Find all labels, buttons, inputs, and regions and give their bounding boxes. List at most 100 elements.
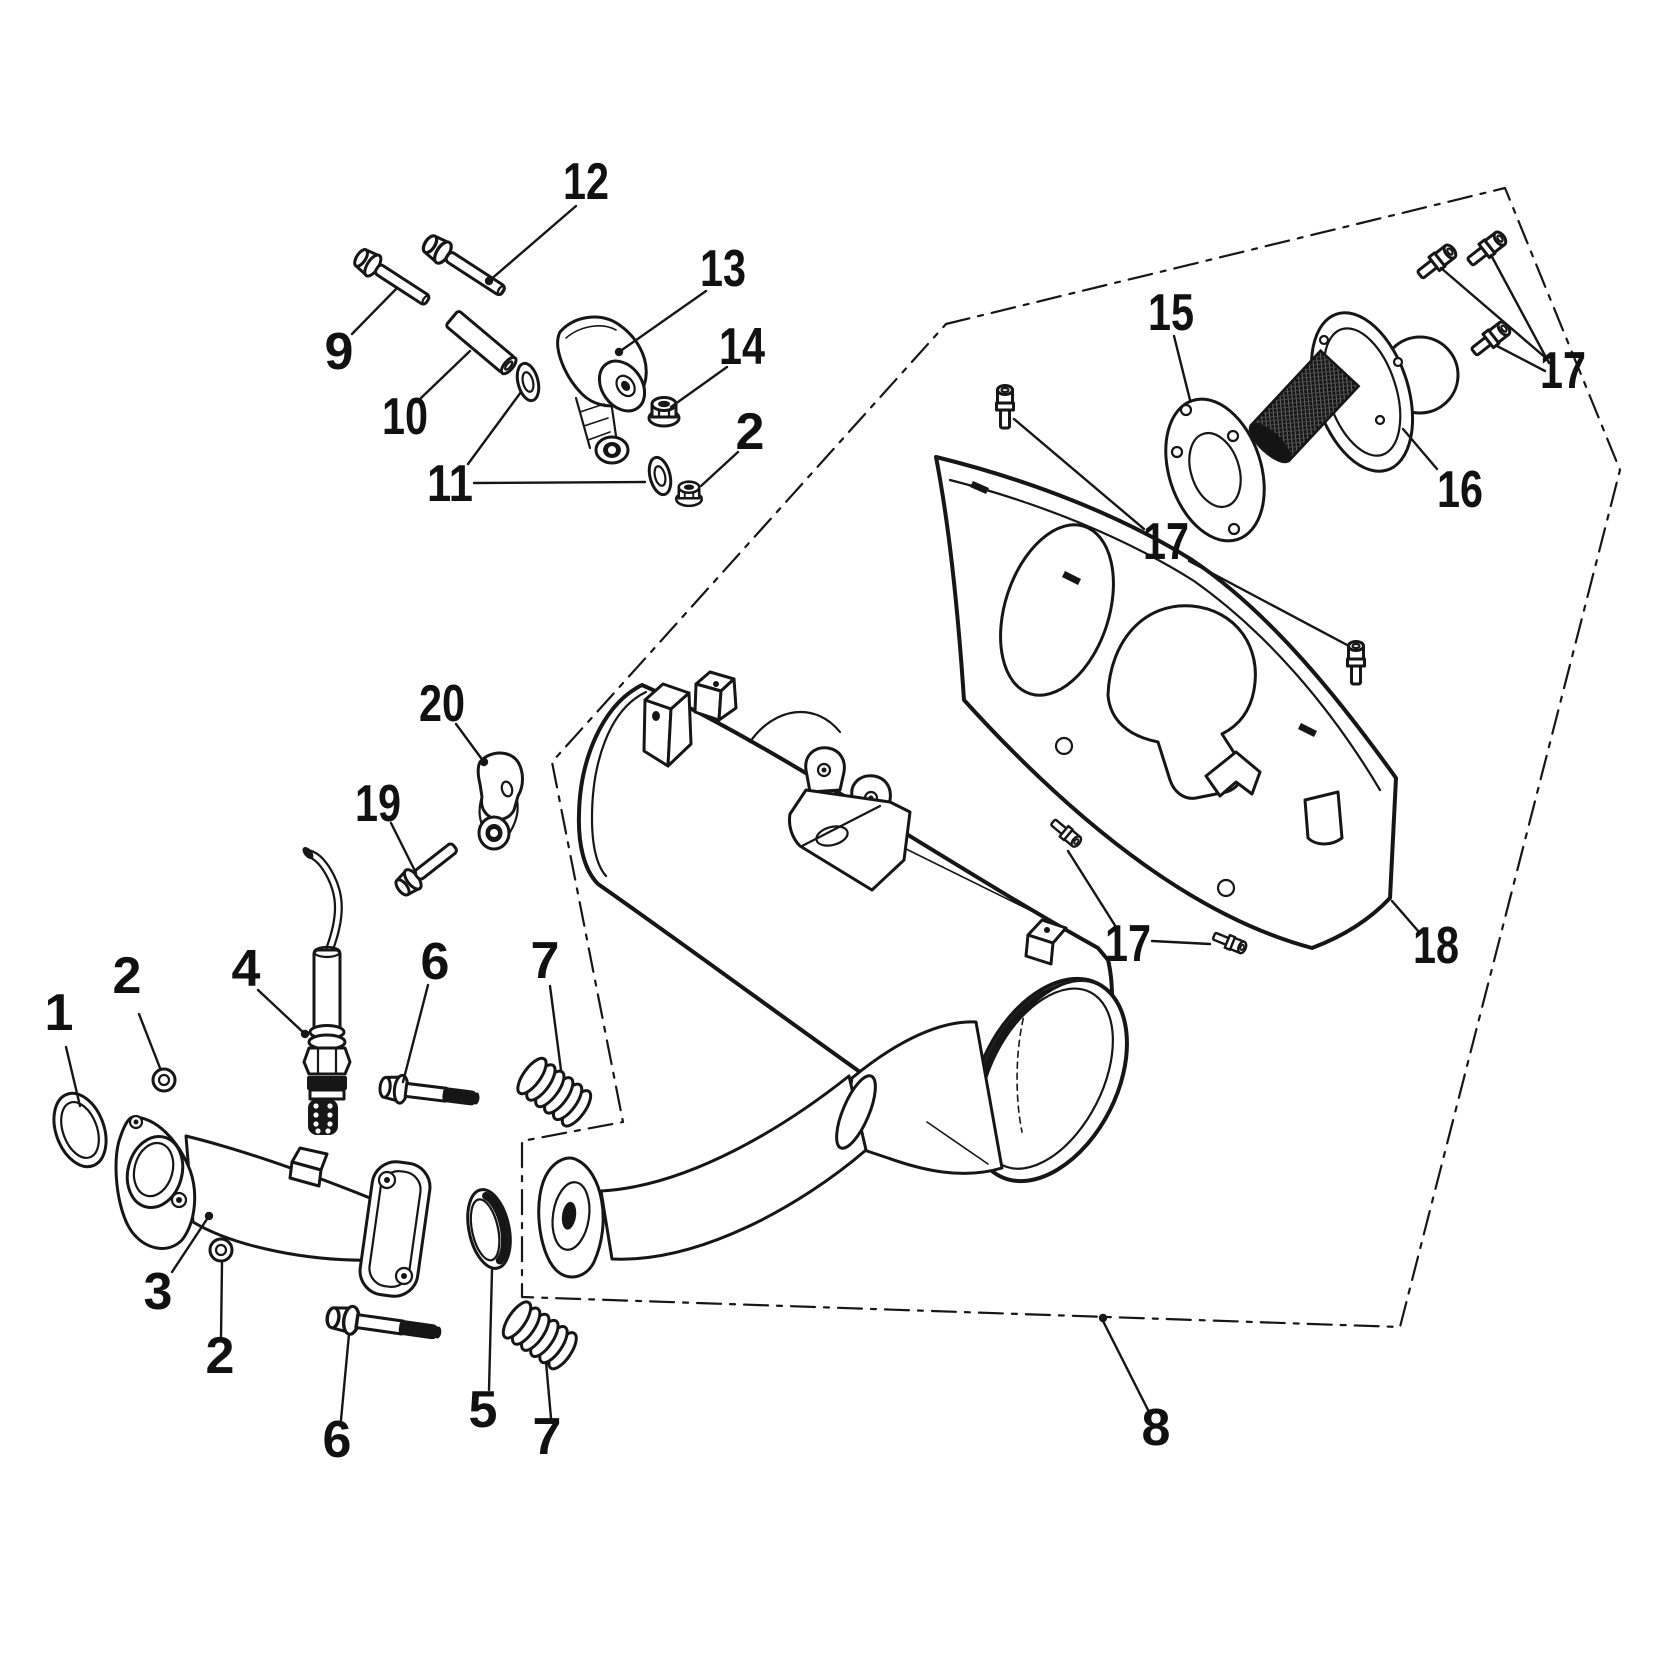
leader-line [137, 1012, 162, 1070]
shield-slot-mark [970, 481, 989, 494]
part-3-head-pipe [114, 1114, 432, 1298]
part-2-nut [674, 480, 704, 508]
callout-17: 17 [1012, 417, 1351, 648]
leader-line [1066, 849, 1118, 929]
leader-line [1172, 334, 1192, 402]
shield-slot-mark [1062, 571, 1081, 585]
part-11-washer [644, 453, 676, 499]
callout-label: 13 [700, 240, 746, 298]
callout-label: 2 [206, 1327, 235, 1385]
assembly-boundary-8 [520, 186, 1622, 1329]
part-15-gasket [1164, 397, 1266, 543]
leader-line [1150, 939, 1212, 946]
callout-label: 17 [1540, 342, 1586, 400]
part-4-oxygen-sensor [302, 847, 352, 1135]
callout-label: 5 [469, 1381, 498, 1439]
callout-7: 7 [531, 932, 563, 1072]
callout-18: 18 [1390, 899, 1459, 975]
leader-line [419, 349, 472, 400]
callout-label: 2 [113, 947, 142, 1005]
callout-label: 12 [563, 153, 609, 211]
head-pipe-inlet-flange [114, 1114, 197, 1250]
shield-hole [1216, 878, 1236, 898]
leader-line [170, 1214, 211, 1274]
cone-lip [835, 1074, 877, 1150]
callout-label: 8 [1142, 1399, 1171, 1457]
leader-line [1101, 1319, 1150, 1412]
callout-20: 20 [419, 675, 489, 767]
leader-line [350, 286, 399, 336]
part-2-nut [208, 1237, 234, 1263]
callout-3: 3 [144, 1211, 214, 1321]
arrestor-mesh-tube [1248, 348, 1361, 464]
leader-line [1401, 427, 1439, 471]
callout-11: 11 [427, 390, 647, 513]
leader-line [64, 1045, 82, 1108]
callout-2: 2 [699, 403, 765, 488]
leader-dot [204, 1211, 214, 1221]
callout-label: 18 [1413, 917, 1459, 975]
leader-line [256, 988, 307, 1036]
muffler-inlet-pipe [599, 1074, 868, 1261]
callout-13: 13 [614, 240, 746, 357]
shield-oval-cutout [999, 523, 1115, 697]
muffler-bracket-cap-cube [1024, 918, 1068, 966]
callout-6: 6 [323, 1332, 352, 1469]
leader-line [466, 390, 523, 466]
leader-line [401, 983, 430, 1084]
callout-label: 17 [1105, 915, 1151, 973]
callout-label: 3 [144, 1263, 173, 1321]
callout-label: 2 [736, 403, 765, 461]
leader-line [669, 365, 729, 409]
callout-9: 9 [325, 286, 399, 381]
muffler-bracket-rear [748, 710, 912, 892]
callout-label: 6 [421, 933, 450, 991]
leader-line [544, 1360, 553, 1420]
leader-line [454, 722, 486, 764]
screw-17 [1047, 815, 1085, 851]
callout-14: 14 [669, 318, 765, 409]
leader-dot [479, 757, 489, 767]
muffler-assembly [537, 670, 1129, 1279]
leader-line [548, 984, 563, 1072]
callout-label: 19 [355, 775, 401, 833]
leader-line [389, 821, 418, 875]
part-10-spacer [445, 310, 518, 376]
callout-label: 1 [45, 984, 74, 1042]
leader-line [1489, 253, 1551, 365]
part-19-bolt [394, 842, 458, 897]
part-18-heat-shield [934, 455, 1398, 950]
callout-2: 2 [113, 947, 162, 1070]
callout-6: 6 [401, 933, 450, 1084]
callout-label: 6 [323, 1411, 352, 1469]
screw-17 [1413, 240, 1461, 284]
leader-line [699, 450, 740, 488]
callout-12: 12 [484, 153, 609, 286]
leader-line [219, 1261, 224, 1340]
callout-17: 17 [1066, 849, 1212, 973]
part-14-nut [647, 396, 681, 428]
callout-15: 15 [1148, 284, 1194, 402]
callout-label: 4 [232, 940, 261, 998]
shield-j-slot [1204, 750, 1262, 798]
callout-label: 9 [325, 323, 354, 381]
part-6-bolt [376, 1071, 483, 1115]
part-6-bolt [323, 1301, 445, 1349]
leader-dot [1098, 1313, 1108, 1323]
part-16-spark-arrestor [1248, 311, 1460, 473]
callout-label: 7 [533, 1408, 562, 1466]
leader-line [487, 1268, 494, 1392]
leader-dot [614, 347, 624, 357]
leader-line [617, 289, 708, 354]
callout-5: 5 [469, 1268, 498, 1439]
screw-17 [995, 384, 1015, 430]
shield-hole [1054, 736, 1074, 756]
callout-16: 16 [1401, 427, 1483, 519]
shield-triangle-cutout [1303, 790, 1344, 846]
screw-17 [1463, 227, 1511, 271]
part-12-bolt [417, 229, 512, 304]
leader-dot [484, 276, 494, 286]
leader-line [1439, 266, 1549, 361]
